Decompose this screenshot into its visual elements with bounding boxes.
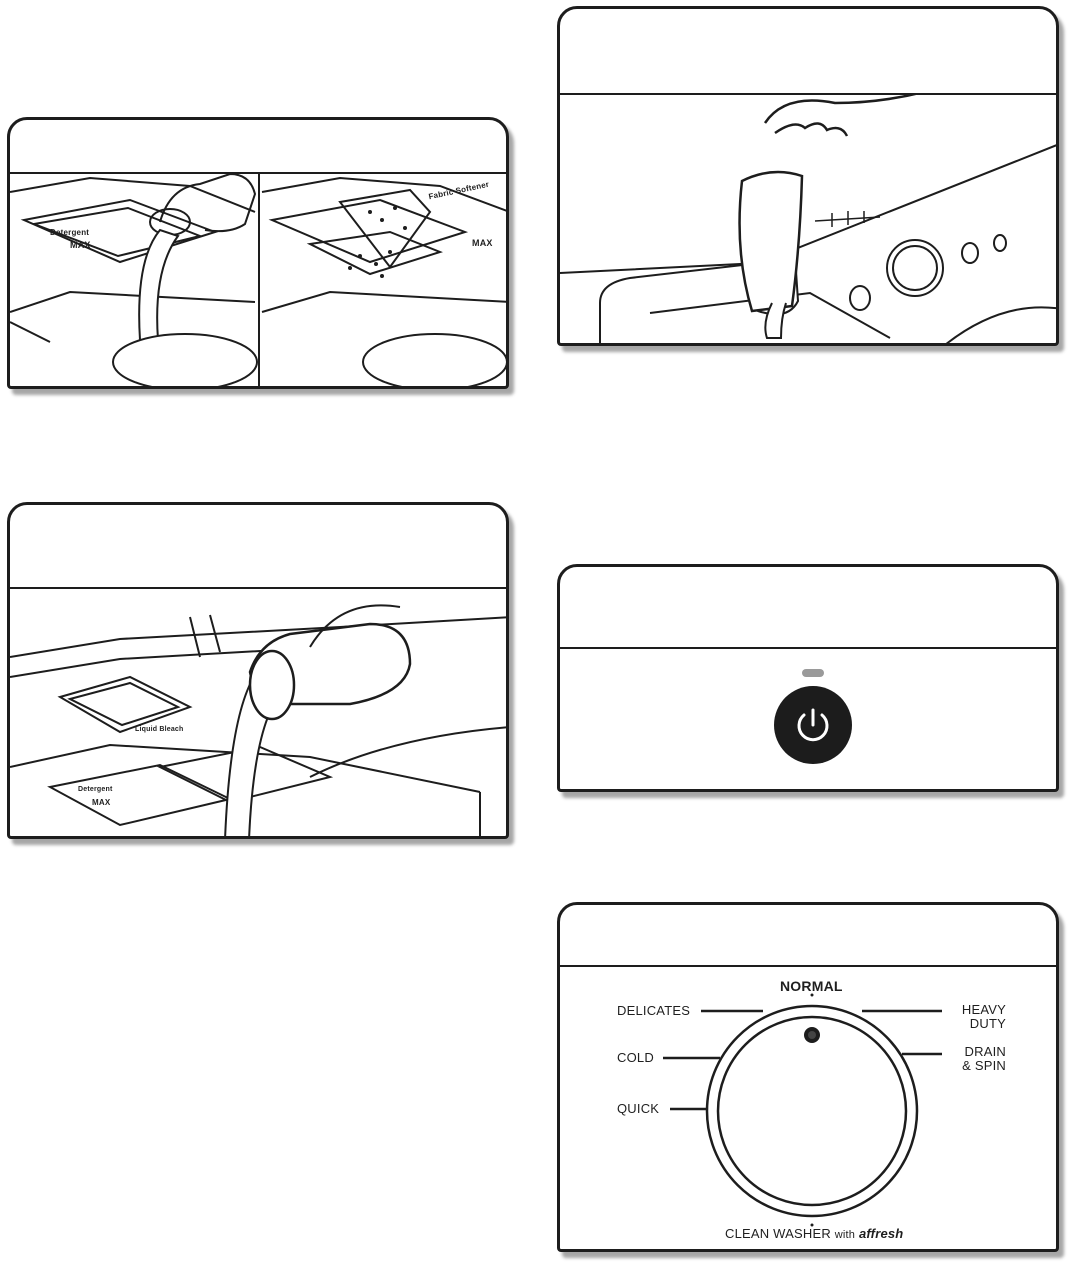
cycle-clean-washer-text: CLEAN WASHER bbox=[725, 1226, 831, 1241]
cycle-clean-washer[interactable]: CLEAN WASHER with affresh bbox=[725, 1226, 903, 1241]
max-label-right: MAX bbox=[472, 238, 493, 248]
cycle-heavy-duty[interactable]: HEAVY DUTY bbox=[958, 1003, 1006, 1031]
cycle-delicates[interactable]: DELICATES bbox=[617, 1003, 691, 1018]
panel-cycle-dial: NORMAL DELICATES COLD QUICK HEAVY DUTY D… bbox=[557, 902, 1059, 1252]
panel-add-detergent: Detergent MAX Fabric Softener MAX bbox=[7, 117, 509, 389]
liquid-bleach-label: Liquid Bleach bbox=[135, 726, 184, 733]
cycle-drain-spin-line1: DRAIN bbox=[964, 1044, 1006, 1059]
detergent-label-2: Detergent bbox=[78, 786, 113, 793]
cycle-normal[interactable]: NORMAL bbox=[780, 978, 843, 994]
panel-pour-bleach: Liquid Bleach Detergent MAX bbox=[7, 502, 509, 839]
illustration-detergent-dispenser bbox=[10, 172, 506, 386]
affresh-logo: affresh bbox=[858, 1226, 904, 1241]
power-led bbox=[802, 669, 824, 677]
cycle-cold[interactable]: COLD bbox=[617, 1050, 654, 1065]
panel-header bbox=[10, 120, 506, 174]
cycle-drain-spin[interactable]: DRAIN & SPIN bbox=[958, 1045, 1006, 1073]
panel-pour-measuring-cup bbox=[557, 6, 1059, 346]
illustration-bleach-dispenser bbox=[10, 604, 506, 836]
cycle-dial-graphic bbox=[663, 993, 942, 1227]
panel-power bbox=[557, 564, 1059, 792]
illustration-measuring-cup bbox=[560, 93, 1056, 343]
panel-header bbox=[560, 905, 1056, 967]
power-icon bbox=[797, 708, 829, 742]
panel-header bbox=[560, 567, 1056, 649]
power-button[interactable] bbox=[774, 686, 852, 764]
max-label: MAX bbox=[70, 240, 91, 250]
max-label-2: MAX bbox=[92, 798, 111, 807]
cycle-heavy-duty-line2: DUTY bbox=[969, 1016, 1006, 1031]
cycle-heavy-duty-line1: HEAVY bbox=[961, 1002, 1006, 1017]
cycle-drain-spin-line2: & SPIN bbox=[962, 1058, 1006, 1073]
detergent-label: Detergent bbox=[50, 228, 90, 237]
panel-header bbox=[560, 9, 1056, 95]
cycle-quick[interactable]: QUICK bbox=[617, 1101, 660, 1116]
panel-header bbox=[10, 505, 506, 589]
cycle-clean-washer-with: with bbox=[834, 1229, 856, 1241]
